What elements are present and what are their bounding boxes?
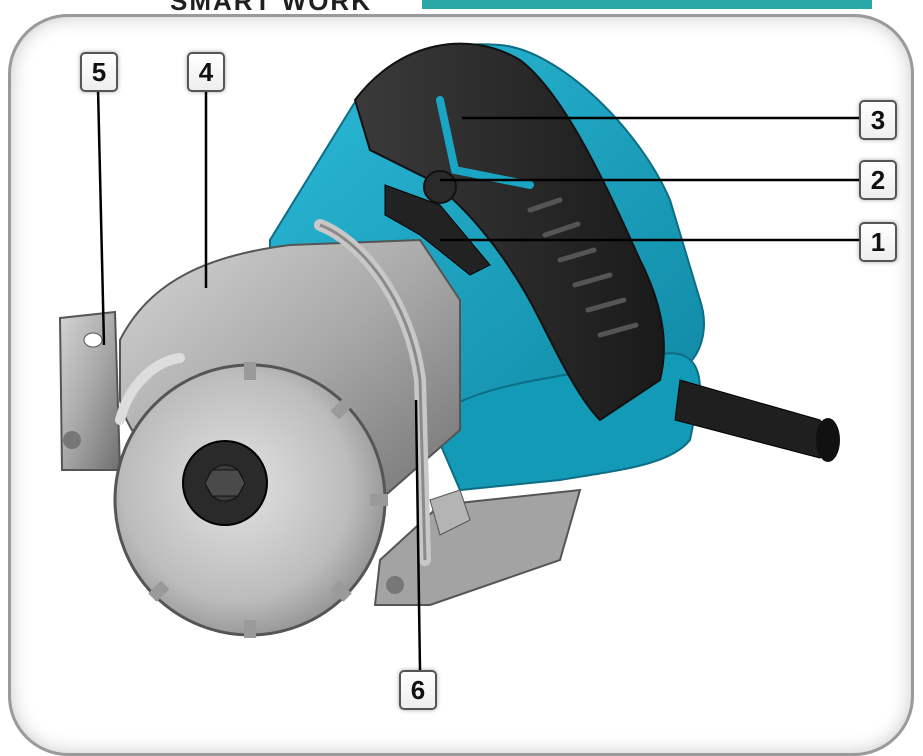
callout-2: 2 xyxy=(859,160,897,200)
leader-line-5 xyxy=(96,87,106,346)
header-accent-bar xyxy=(422,0,872,9)
callout-3: 3 xyxy=(859,100,897,140)
depth-gauge-arc xyxy=(314,219,471,566)
leader-lines xyxy=(96,87,859,671)
auxiliary-handle xyxy=(674,379,840,462)
leader-line-6 xyxy=(414,399,422,671)
callout-1: 1 xyxy=(859,222,897,262)
cutting-blade xyxy=(113,353,388,638)
callout-6: 6 xyxy=(399,670,437,710)
brand-header-text: SMART WORK xyxy=(170,0,372,16)
callout-5: 5 xyxy=(80,52,118,92)
callout-4: 4 xyxy=(187,52,225,92)
